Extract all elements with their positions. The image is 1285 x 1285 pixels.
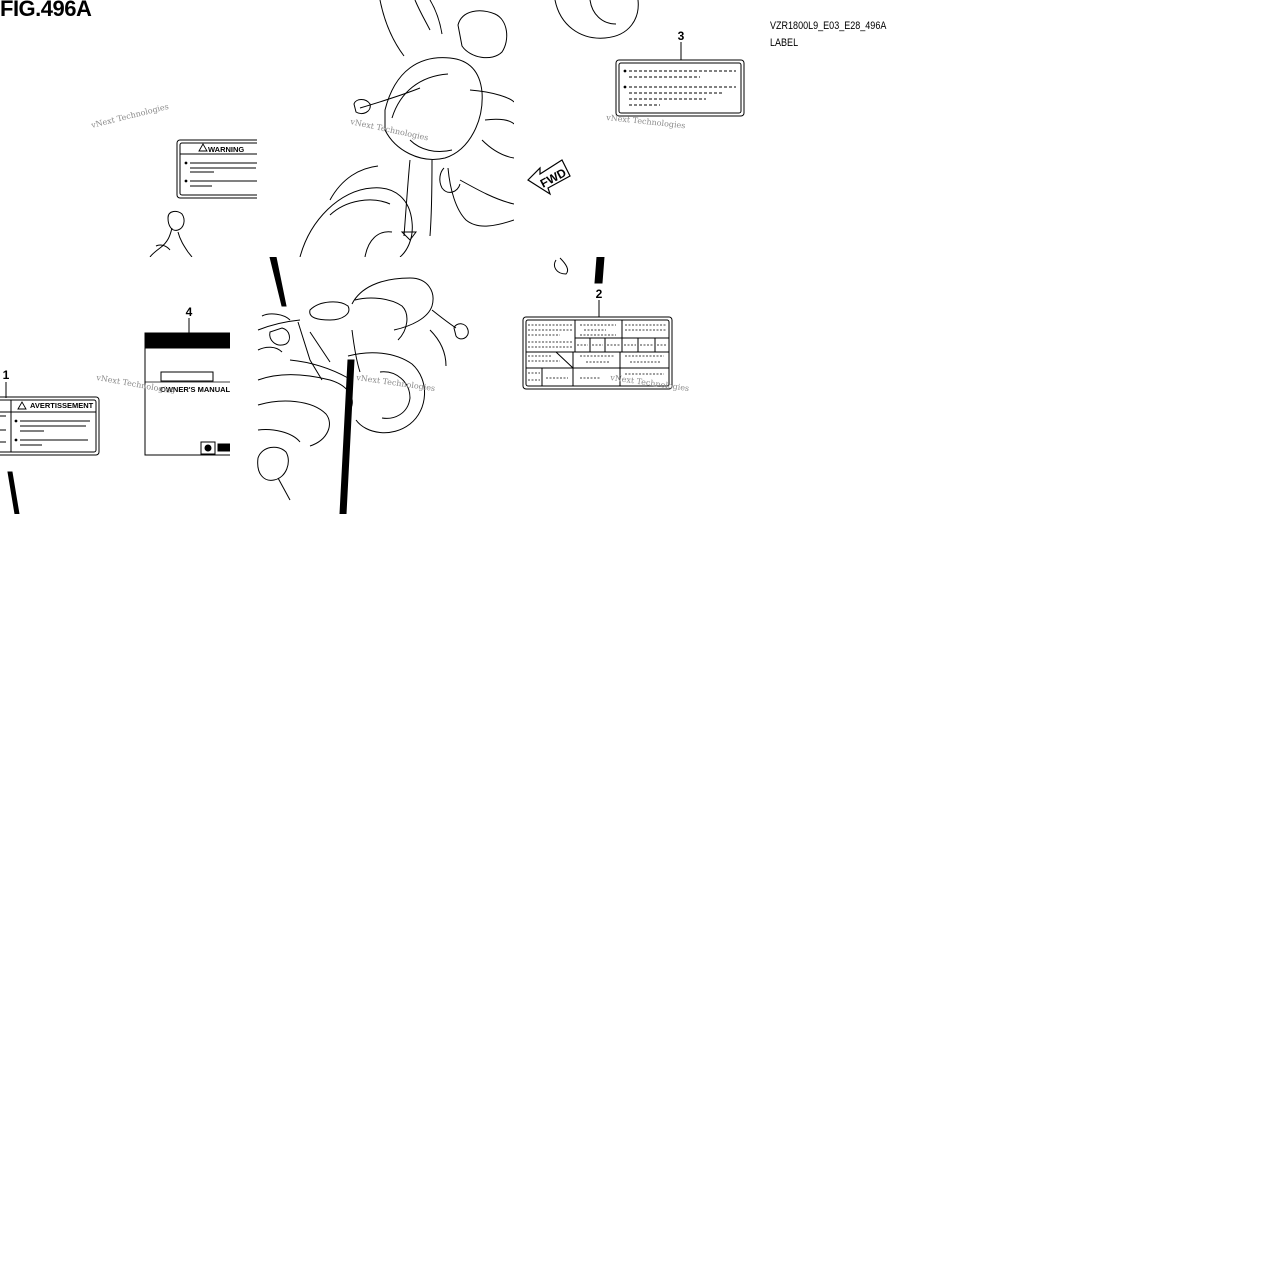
label-2	[522, 300, 673, 390]
fwd-arrow-icon	[527, 159, 571, 196]
watermark: vNext Technologies	[349, 117, 430, 143]
warning-label	[176, 139, 257, 199]
watermark: vNext Technologies	[609, 373, 690, 393]
label-3	[615, 42, 745, 117]
callout-3: 3	[678, 29, 685, 43]
section-name: LABEL	[770, 37, 799, 49]
leader-bar-2	[594, 257, 605, 284]
label-1	[0, 382, 100, 514]
side-view-motorcycle	[257, 257, 469, 514]
label-4-owners-manual	[144, 318, 230, 456]
warning-label-title: WARNING	[208, 145, 244, 154]
seat-tip-outline	[553, 257, 569, 275]
callout-4: 4	[186, 305, 193, 319]
mirror-outline	[149, 210, 193, 257]
watermark: vNext Technologies	[355, 373, 436, 393]
avertissement-label-title: AVERTISSEMENT	[30, 401, 94, 410]
owners-manual-title: OWNER'S MANUAL	[160, 385, 231, 394]
fwd-label: FWD	[538, 165, 569, 190]
watermark: vNext Technologies	[95, 373, 176, 396]
figure-title: FIG.496A	[0, 0, 92, 21]
front-view-motorcycle	[299, 0, 514, 257]
watermark: vNext Technologies	[89, 102, 169, 130]
callout-2: 2	[596, 287, 603, 301]
figure-code: VZR1800L9_E03_E28_496A	[770, 20, 887, 32]
rear-tire-outline	[554, 0, 639, 39]
callout-1: 1	[3, 368, 10, 382]
